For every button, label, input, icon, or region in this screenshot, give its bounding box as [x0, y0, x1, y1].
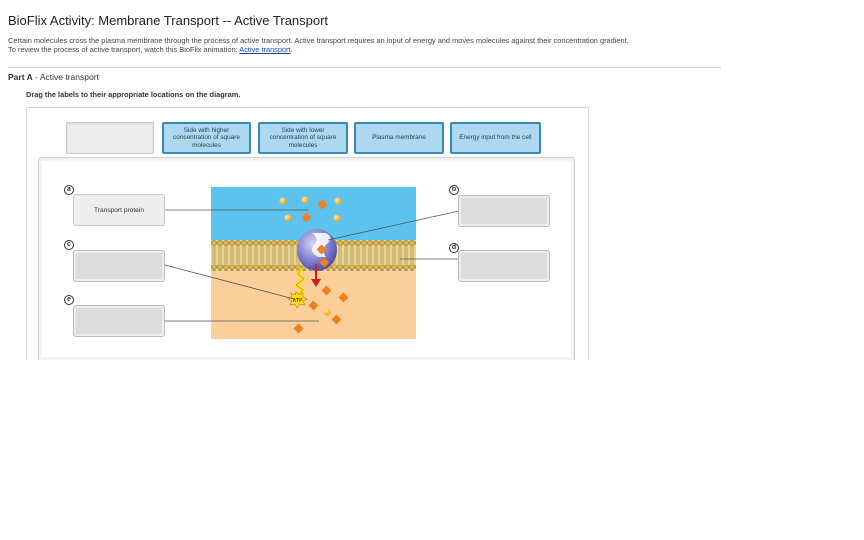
instruction-text: Drag the labels to their appropriate loc… — [26, 90, 241, 99]
intro-line-2-suffix: . — [290, 45, 293, 55]
section-divider — [8, 67, 721, 68]
intro-line-2-prefix: To review the process of active transpor… — [8, 45, 240, 55]
atp-label: ATP — [293, 298, 303, 304]
label-bank-empty-slot — [66, 122, 154, 154]
label-chip-higher-concentration[interactable]: Side with higher concentration of square… — [162, 122, 251, 154]
drop-target-b[interactable] — [458, 195, 550, 227]
round-molecule — [301, 196, 309, 204]
round-molecule — [284, 214, 292, 222]
square-molecule-bound — [319, 257, 330, 268]
page-title: BioFlix Activity: Membrane Transport -- … — [8, 13, 329, 28]
square-molecule-bound — [316, 244, 327, 255]
round-molecule — [323, 308, 331, 316]
label-chip-lower-concentration[interactable]: Side with lower concentration of square … — [258, 122, 348, 154]
leader-line-b — [327, 210, 460, 241]
part-title: Active transport — [39, 72, 99, 82]
extracellular-molecules — [279, 196, 342, 223]
marker-e: e — [64, 295, 74, 305]
drop-target-c[interactable] — [73, 250, 165, 282]
transport-protein — [297, 229, 337, 271]
marker-c: c — [64, 240, 74, 250]
part-label: Part A — [8, 72, 33, 82]
leader-lines — [164, 209, 460, 322]
square-molecule — [301, 212, 312, 223]
round-molecule — [333, 214, 341, 222]
cytoplasm-molecules — [293, 285, 349, 334]
drop-target-d[interactable] — [458, 250, 550, 282]
animation-link[interactable]: Active transport — [239, 45, 291, 55]
part-heading: Part A - Active transport — [8, 72, 99, 82]
round-molecule — [334, 197, 342, 205]
intro-line-1: Certain molecules cross the plasma membr… — [8, 36, 629, 45]
part-separator: - — [32, 72, 40, 82]
round-molecule — [279, 197, 287, 205]
square-molecule — [317, 199, 328, 210]
intro-text: Certain molecules cross the plasma membr… — [8, 36, 728, 55]
transport-direction-arrow — [311, 264, 321, 287]
atp-burst — [287, 291, 308, 309]
energy-bolt-outline — [295, 267, 305, 297]
marker-d: d — [449, 243, 459, 253]
label-chip-energy-input[interactable]: Energy input from the cell — [450, 122, 541, 154]
square-molecule — [338, 292, 349, 303]
drop-target-a[interactable]: Transport protein — [73, 194, 165, 226]
leader-line-c — [164, 264, 295, 300]
square-molecule — [308, 300, 319, 311]
marker-b: b — [449, 185, 459, 195]
marker-a: a — [64, 185, 74, 195]
square-molecule — [321, 285, 332, 296]
square-molecule — [331, 314, 342, 325]
square-molecule — [293, 323, 304, 334]
drop-target-e[interactable] — [73, 305, 165, 337]
intro-line-2: To review the process of active transpor… — [8, 45, 728, 54]
label-chip-plasma-membrane[interactable]: Plasma membrane — [354, 122, 444, 154]
